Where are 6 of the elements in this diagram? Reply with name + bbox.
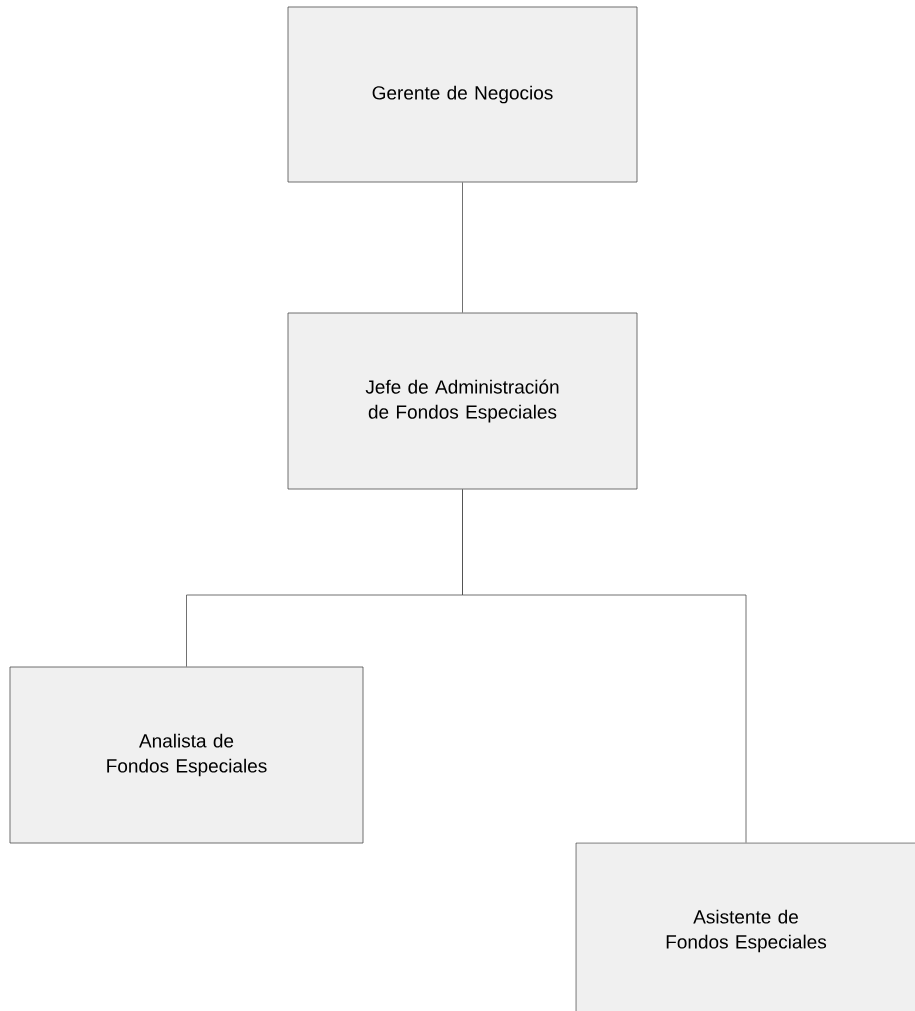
connector-line bbox=[462, 182, 463, 313]
connector-line bbox=[462, 489, 747, 843]
position-box: Gerente de Negocios bbox=[287, 6, 638, 183]
position-box: Jefe de Administración de Fondos Especiales bbox=[287, 312, 638, 490]
position-box: Analista de Fondos Especiales bbox=[9, 666, 364, 844]
position-box: Asistente de Fondos Especiales bbox=[575, 842, 915, 1011]
